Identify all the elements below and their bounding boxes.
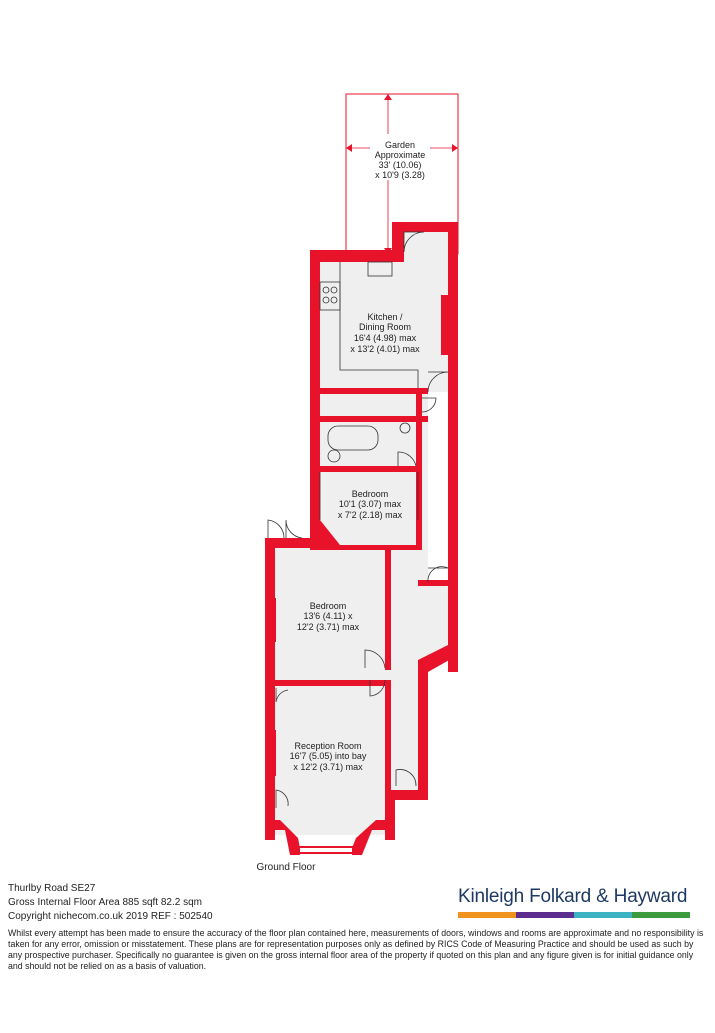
property-address: Thurlby Road SE27 <box>8 883 96 894</box>
svg-text:Bedroom: Bedroom <box>352 489 389 499</box>
brand-name: Kinleigh Folkard & Hayward <box>458 886 688 907</box>
svg-text:12'2 (3.71) max: 12'2 (3.71) max <box>297 622 360 632</box>
footer: Thurlby Road SE27 Gross Internal Floor A… <box>8 882 708 924</box>
svg-text:x 10'9 (3.28): x 10'9 (3.28) <box>375 170 425 180</box>
svg-text:Dining Room: Dining Room <box>359 322 411 332</box>
brand-logo: Kinleigh Folkard & Hayward <box>458 886 690 918</box>
bedroom-large-label: Bedroom 13'6 (4.11) x 12'2 (3.71) max <box>297 601 360 632</box>
reception-label: Reception Room 16'7 (5.05) into bay x 12… <box>290 741 367 772</box>
svg-text:x 13'2 (4.01) max: x 13'2 (4.01) max <box>350 344 420 354</box>
copyright: Copyright nichecom.co.uk 2019 REF : 5025… <box>8 911 213 922</box>
disclaimer: Whilst every attempt has been made to en… <box>8 928 704 971</box>
svg-text:x 12'2 (3.71) max: x 12'2 (3.71) max <box>293 762 363 772</box>
svg-text:16'7 (5.05) into bay: 16'7 (5.05) into bay <box>290 751 367 761</box>
svg-text:16'4 (4.98) max: 16'4 (4.98) max <box>354 333 417 343</box>
internal-walls <box>275 388 448 830</box>
fixtures <box>267 231 449 808</box>
bedroom-small-label: Bedroom 10'1 (3.07) max x 7'2 (2.18) max <box>338 489 403 520</box>
svg-text:13'6 (4.11) x: 13'6 (4.11) x <box>303 611 353 621</box>
svg-text:x 7'2 (2.18) max: x 7'2 (2.18) max <box>338 510 403 520</box>
svg-text:Reception Room: Reception Room <box>294 741 361 751</box>
floor-plan: Garden Approximate 33' (10.06) x 10'9 (3… <box>257 93 459 873</box>
brand-bar-orange <box>458 912 516 918</box>
brand-bar-green <box>632 912 690 918</box>
kitchen-label: Kitchen / Dining Room 16'4 (4.98) max x … <box>350 312 420 354</box>
svg-text:Bedroom: Bedroom <box>310 601 347 611</box>
svg-text:10'1 (3.07) max: 10'1 (3.07) max <box>339 499 402 509</box>
brand-color-bars <box>458 912 690 918</box>
exterior-walls <box>265 222 458 855</box>
brand-bar-teal <box>574 912 632 918</box>
garden-label: Garden Approximate 33' (10.06) x 10'9 (3… <box>375 140 426 180</box>
svg-text:Garden: Garden <box>385 140 415 150</box>
svg-text:Approximate: Approximate <box>375 150 426 160</box>
floor-area: Gross Internal Floor Area 885 sqft 82.2 … <box>8 897 202 908</box>
svg-text:Kitchen /: Kitchen / <box>367 312 403 322</box>
brand-bar-purple <box>516 912 574 918</box>
svg-text:33' (10.06): 33' (10.06) <box>379 160 422 170</box>
floor-caption: Ground Floor <box>257 862 317 873</box>
